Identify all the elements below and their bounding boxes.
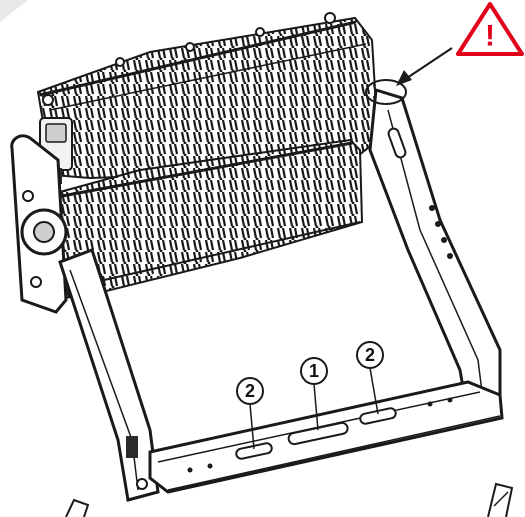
- warning-arrow: [396, 47, 453, 86]
- bottom-left-fragment: [65, 498, 90, 517]
- callout-leaders: [249, 367, 379, 450]
- callout-2-left: 2: [236, 377, 264, 405]
- callout-2-left-label: 2: [245, 381, 255, 401]
- callout-2-right: 2: [356, 341, 384, 369]
- warning-triangle-icon: !: [456, 2, 524, 56]
- corner-shade: [0, 0, 28, 22]
- right-arm: [368, 88, 502, 418]
- upper-heatsink-module: [36, 12, 380, 180]
- left-arm: [58, 248, 160, 502]
- left-slot: [235, 442, 273, 460]
- highlight-ring: [365, 79, 407, 105]
- callout-1: 1: [300, 357, 328, 385]
- left-side-bracket: [10, 134, 68, 314]
- bottom-right-fragment: [487, 482, 514, 517]
- center-slot: [287, 421, 349, 446]
- warning-symbol: !: [485, 20, 495, 53]
- callout-1-label: 1: [309, 361, 319, 381]
- callout-2-right-label: 2: [365, 345, 375, 365]
- bottom-crossbar: [148, 380, 504, 494]
